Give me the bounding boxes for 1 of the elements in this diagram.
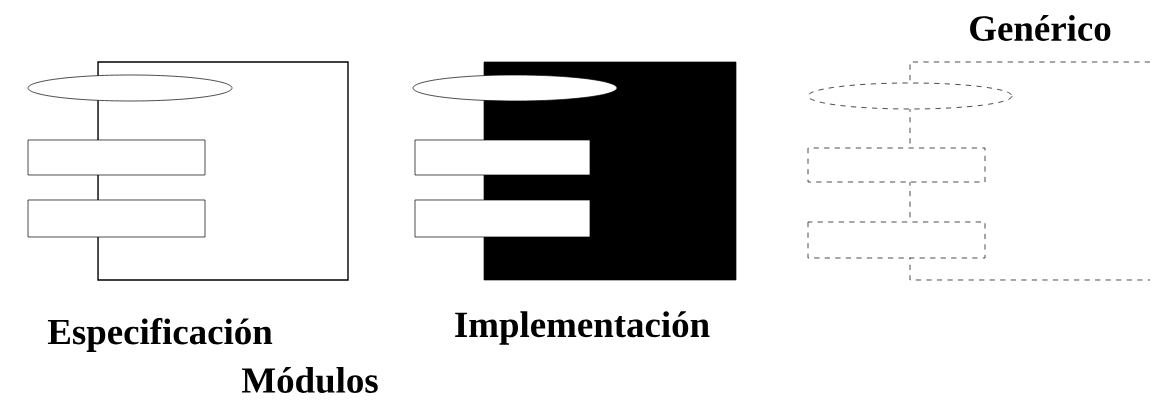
caption: Módulos (241, 366, 378, 393)
